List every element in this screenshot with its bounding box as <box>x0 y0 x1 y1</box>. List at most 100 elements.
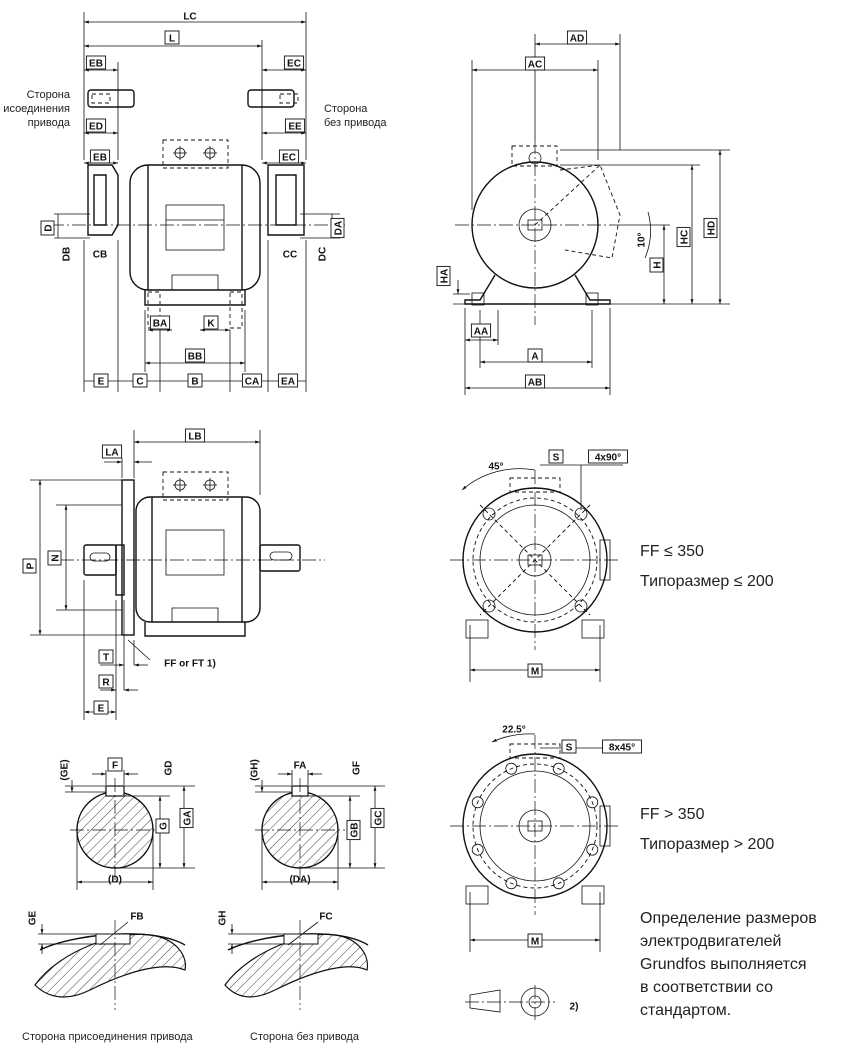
spec-small-size: Типоразмер ≤ 200 <box>640 573 774 590</box>
dim-label-text: R <box>102 678 110 689</box>
dim-label-text: HA <box>440 269 451 283</box>
dim-label-text: 45° <box>488 462 503 473</box>
dim-label-lb: LB <box>184 428 206 443</box>
motor-body <box>129 164 261 291</box>
dim-label-text: LC <box>183 12 196 23</box>
dim-label-ab: AB <box>524 374 546 389</box>
dim-label-text: P <box>26 562 37 569</box>
dim-label-db: DB <box>62 247 73 261</box>
dim-label-k: K <box>203 315 219 330</box>
dim-label-text: 8x45° <box>609 743 635 754</box>
dim-label-text: DC <box>318 247 329 261</box>
dim-label-d: D <box>40 220 55 236</box>
dim-label-l: L <box>164 30 180 45</box>
dim-label-gh: (GH) <box>250 759 261 781</box>
bolt-hole <box>471 796 484 809</box>
dim-label-angle10: 10° <box>637 232 648 247</box>
dim-label-ge2: GE <box>28 910 39 925</box>
standard-note-line-1: Определение размеров <box>640 910 817 927</box>
dim-label-a: A <box>527 348 543 363</box>
dim-label-text: L <box>169 34 175 45</box>
dim-label-gb: GB <box>346 819 361 841</box>
dim-label-text: ED <box>89 122 103 133</box>
dim-label-text: CB <box>93 250 107 261</box>
dim-label-text: EE <box>288 122 302 133</box>
dim-label-dc: DC <box>318 247 329 261</box>
keyway-detail-nondrive <box>224 920 369 1010</box>
dim-label-angle225: 22.5° <box>502 725 525 736</box>
dim-label-aa: AA <box>470 323 492 338</box>
dim-label-fa: FA <box>294 761 307 772</box>
dim-label-s: S <box>561 739 577 754</box>
bolt-hole <box>552 877 565 890</box>
spec-large-ff: FF > 350 <box>640 806 705 823</box>
dim-label-f: F <box>107 757 123 772</box>
dim-label-text: K <box>207 319 215 330</box>
dim-label-text: EC <box>282 153 296 164</box>
dim-label-ec: EC <box>283 55 305 70</box>
bolt-hole <box>505 762 518 775</box>
dim-label-cc: CC <box>283 250 297 261</box>
side-view-flange-motor <box>30 430 325 720</box>
dim-label-text: BA <box>153 319 167 330</box>
dim-label-text: S <box>566 743 573 754</box>
dim-label-angle45: 45° <box>488 462 503 473</box>
dim-label-ea: EA <box>277 373 299 388</box>
dim-label-ff-ft: FF or FT 1) <box>164 659 216 670</box>
dim-label-text: M <box>531 937 539 948</box>
dim-label-eb: EB <box>89 149 111 164</box>
bolt-hole <box>586 843 599 856</box>
dim-label-text: EA <box>281 377 295 388</box>
dim-label-text: LA <box>105 448 118 459</box>
dim-label-text: (GH) <box>250 759 261 781</box>
dim-label-gf: GF <box>352 761 363 775</box>
dim-label-text: 2) <box>570 1002 579 1013</box>
standard-note-line-4: в соответствии со <box>640 979 773 996</box>
nondrive-side-label-1: Сторона <box>324 103 368 115</box>
dim-label-text: (D) <box>108 875 122 886</box>
dim-label-r: R <box>98 674 114 689</box>
dim-label-g: G <box>155 818 170 834</box>
dim-label-gh2: GH <box>218 911 229 926</box>
shaft-section-nondrive <box>255 770 385 890</box>
dim-label-ba: BA <box>149 315 171 330</box>
drive-side-label-1: Сторона <box>27 89 71 101</box>
dim-label-text: GC <box>374 811 385 826</box>
dim-label-text: GH <box>218 911 229 926</box>
drive-side-label-3: привода <box>28 117 71 129</box>
dim-label-eb: EB <box>85 55 107 70</box>
bolt-hole <box>552 762 565 775</box>
standard-note-line-5: стандартом. <box>640 1002 731 1019</box>
dim-label-ge: (GE) <box>60 759 71 780</box>
dim-label-text: AD <box>570 34 584 45</box>
dim-label-cb: CB <box>93 250 107 261</box>
dim-label-text: EC <box>287 59 301 70</box>
dim-label-s: S <box>548 449 564 464</box>
dim-label-text: EB <box>89 59 103 70</box>
dim-label-text: S <box>553 453 560 464</box>
dim-label-text: M <box>531 667 539 678</box>
dim-label-text: A <box>531 352 538 363</box>
dim-label-m: M <box>527 933 543 948</box>
dim-label-text: FB <box>130 912 143 923</box>
dim-label-la: LA <box>101 444 123 459</box>
dim-label-n: N <box>47 550 62 566</box>
standard-note-line-2: электродвигателей <box>640 933 782 950</box>
dim-label-da: DA <box>330 217 345 239</box>
bolt-hole <box>586 796 599 809</box>
dim-label-text: FA <box>294 761 307 772</box>
bolt-hole <box>471 843 484 856</box>
dim-label-dap: (DA) <box>289 875 310 886</box>
dim-label-text: DB <box>62 247 73 261</box>
dim-label-text: E <box>98 704 105 715</box>
dim-label-text: HC <box>680 230 691 244</box>
dim-label-text: T <box>103 653 109 664</box>
bolt-hole <box>505 877 518 890</box>
dim-label-ed: ED <box>85 118 107 133</box>
dim-label-text: HD <box>707 221 718 235</box>
dim-label-m: M <box>527 663 543 678</box>
dim-label-b: B <box>187 373 203 388</box>
nondrive-side-label-2: без привода <box>324 117 387 129</box>
